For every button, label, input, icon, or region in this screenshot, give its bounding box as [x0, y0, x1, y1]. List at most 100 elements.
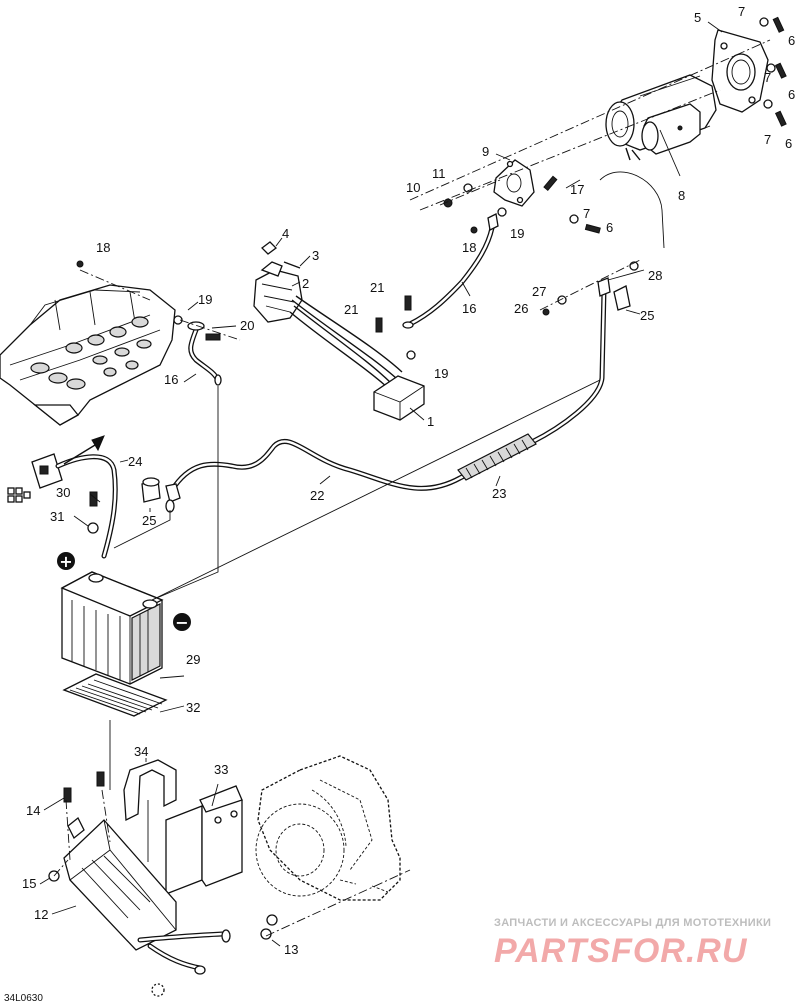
callout-19b: 19 — [510, 226, 524, 241]
callout-3: 3 — [312, 248, 319, 263]
callout-4: 4 — [282, 226, 289, 241]
callout-11: 11 — [432, 166, 446, 181]
ground-cable-16-upper — [402, 207, 507, 329]
watermark-tagline: ЗАПЧАСТИ И АКСЕССУАРЫ ДЛЯ МОТОТЕХНИКИ — [494, 917, 771, 929]
positive-cable-24 — [7, 435, 118, 559]
callout-7b: 7 — [764, 70, 771, 85]
callout-22: 22 — [310, 488, 324, 503]
callout-21b: 21 — [344, 302, 358, 317]
callout-25b: 25 — [640, 308, 654, 323]
callout-26: 26 — [514, 301, 528, 316]
callout-16b: 16 — [462, 301, 476, 316]
starter-motor-drawing — [605, 29, 769, 161]
engine-crankcase-drawing — [255, 755, 401, 901]
leader-lines — [39, 21, 771, 947]
callout-20: 20 — [240, 318, 254, 333]
bolt-14 — [63, 787, 72, 803]
washer-19c — [406, 350, 416, 360]
figure-code: 34L0630 — [4, 993, 43, 1004]
washer-13b — [266, 914, 278, 926]
callout-6d: 6 — [606, 220, 613, 235]
bolt-6a — [772, 16, 785, 33]
callout-2: 2 — [302, 276, 309, 291]
callout-6b: 6 — [788, 87, 795, 102]
bolt-6b — [774, 62, 787, 79]
callout-19c: 19 — [434, 366, 448, 381]
fuse-pieces — [7, 487, 31, 503]
callout-17: 17 — [570, 182, 584, 197]
callout-16a: 16 — [164, 372, 178, 387]
ground-cable-16-left — [76, 260, 222, 386]
bolt-21a — [404, 295, 412, 311]
connector-clip-4 — [261, 241, 277, 255]
engine-housing-drawing — [0, 284, 176, 426]
callout-labels: 1 2 3 4 5 6 6 6 6 7 7 7 7 8 9 10 11 12 1… — [22, 4, 795, 957]
bolt-30 — [89, 491, 98, 507]
battery-cable-22 — [165, 277, 611, 513]
battery-29-drawing — [60, 571, 164, 685]
washer-7c — [763, 99, 773, 109]
callout-23: 23 — [492, 486, 506, 501]
bolt-20 — [205, 333, 221, 341]
positive-sign: + — [59, 552, 72, 571]
cover-33-drawing — [165, 785, 243, 895]
battery-pad-32 — [62, 673, 168, 717]
callout-21a: 21 — [370, 280, 384, 295]
callout-28: 28 — [648, 268, 662, 283]
callout-12: 12 — [34, 907, 48, 922]
battery-strap-34 — [123, 759, 177, 822]
positive-terminal-symbol: + — [57, 552, 75, 571]
callout-8: 8 — [678, 188, 685, 203]
negative-terminal-symbol: − — [173, 613, 191, 632]
callout-10: 10 — [406, 180, 420, 195]
nut-26 — [542, 308, 550, 316]
boot-25b — [613, 285, 631, 311]
pin-3 — [283, 261, 301, 269]
callout-30: 30 — [56, 485, 70, 500]
bolt-17 — [543, 175, 558, 191]
negative-sign: − — [175, 613, 188, 632]
callout-6a: 6 — [788, 33, 795, 48]
callout-13: 13 — [284, 942, 298, 957]
housing-vent-holes — [30, 316, 152, 390]
bolt-6c — [774, 110, 787, 127]
callout-29: 29 — [186, 652, 200, 667]
callout-33: 33 — [214, 762, 228, 777]
callout-27: 27 — [532, 284, 546, 299]
callout-9: 9 — [482, 144, 489, 159]
callout-7a: 7 — [738, 4, 745, 19]
starter-bracket-drawing — [443, 159, 601, 234]
callout-34: 34 — [134, 744, 148, 759]
washer-7a — [759, 17, 769, 27]
callout-18a: 18 — [96, 240, 110, 255]
starter-fasteners — [759, 16, 787, 127]
callout-24: 24 — [128, 454, 142, 469]
callout-18b: 18 — [462, 240, 476, 255]
callout-25a: 25 — [142, 513, 156, 528]
callout-14: 14 — [26, 803, 40, 818]
protective-sleeve-23 — [457, 433, 537, 481]
washer-7b — [766, 63, 776, 73]
callout-1: 1 — [427, 414, 434, 429]
watermark-logo: PARTSFOR.RU — [494, 932, 748, 970]
washer-7d — [569, 214, 579, 224]
callout-7c: 7 — [764, 132, 771, 147]
washer-27 — [557, 295, 567, 305]
callout-7d: 7 — [583, 206, 590, 221]
washer-19a — [173, 315, 183, 325]
bolt-14b — [96, 771, 105, 787]
callout-19a: 19 — [198, 292, 212, 307]
callout-31: 31 — [50, 509, 64, 524]
washer-19b — [497, 207, 507, 217]
callout-32: 32 — [186, 700, 200, 715]
callout-6c: 6 — [785, 136, 792, 151]
bolt-6d — [584, 223, 601, 234]
washer-31 — [87, 522, 99, 534]
battery-tray-12 — [63, 816, 231, 997]
nut-18b — [470, 226, 478, 234]
callout-15: 15 — [22, 876, 36, 891]
nut-18a — [76, 260, 84, 268]
bolt-21b — [375, 317, 383, 333]
wiring-harness-drawing — [253, 241, 425, 421]
